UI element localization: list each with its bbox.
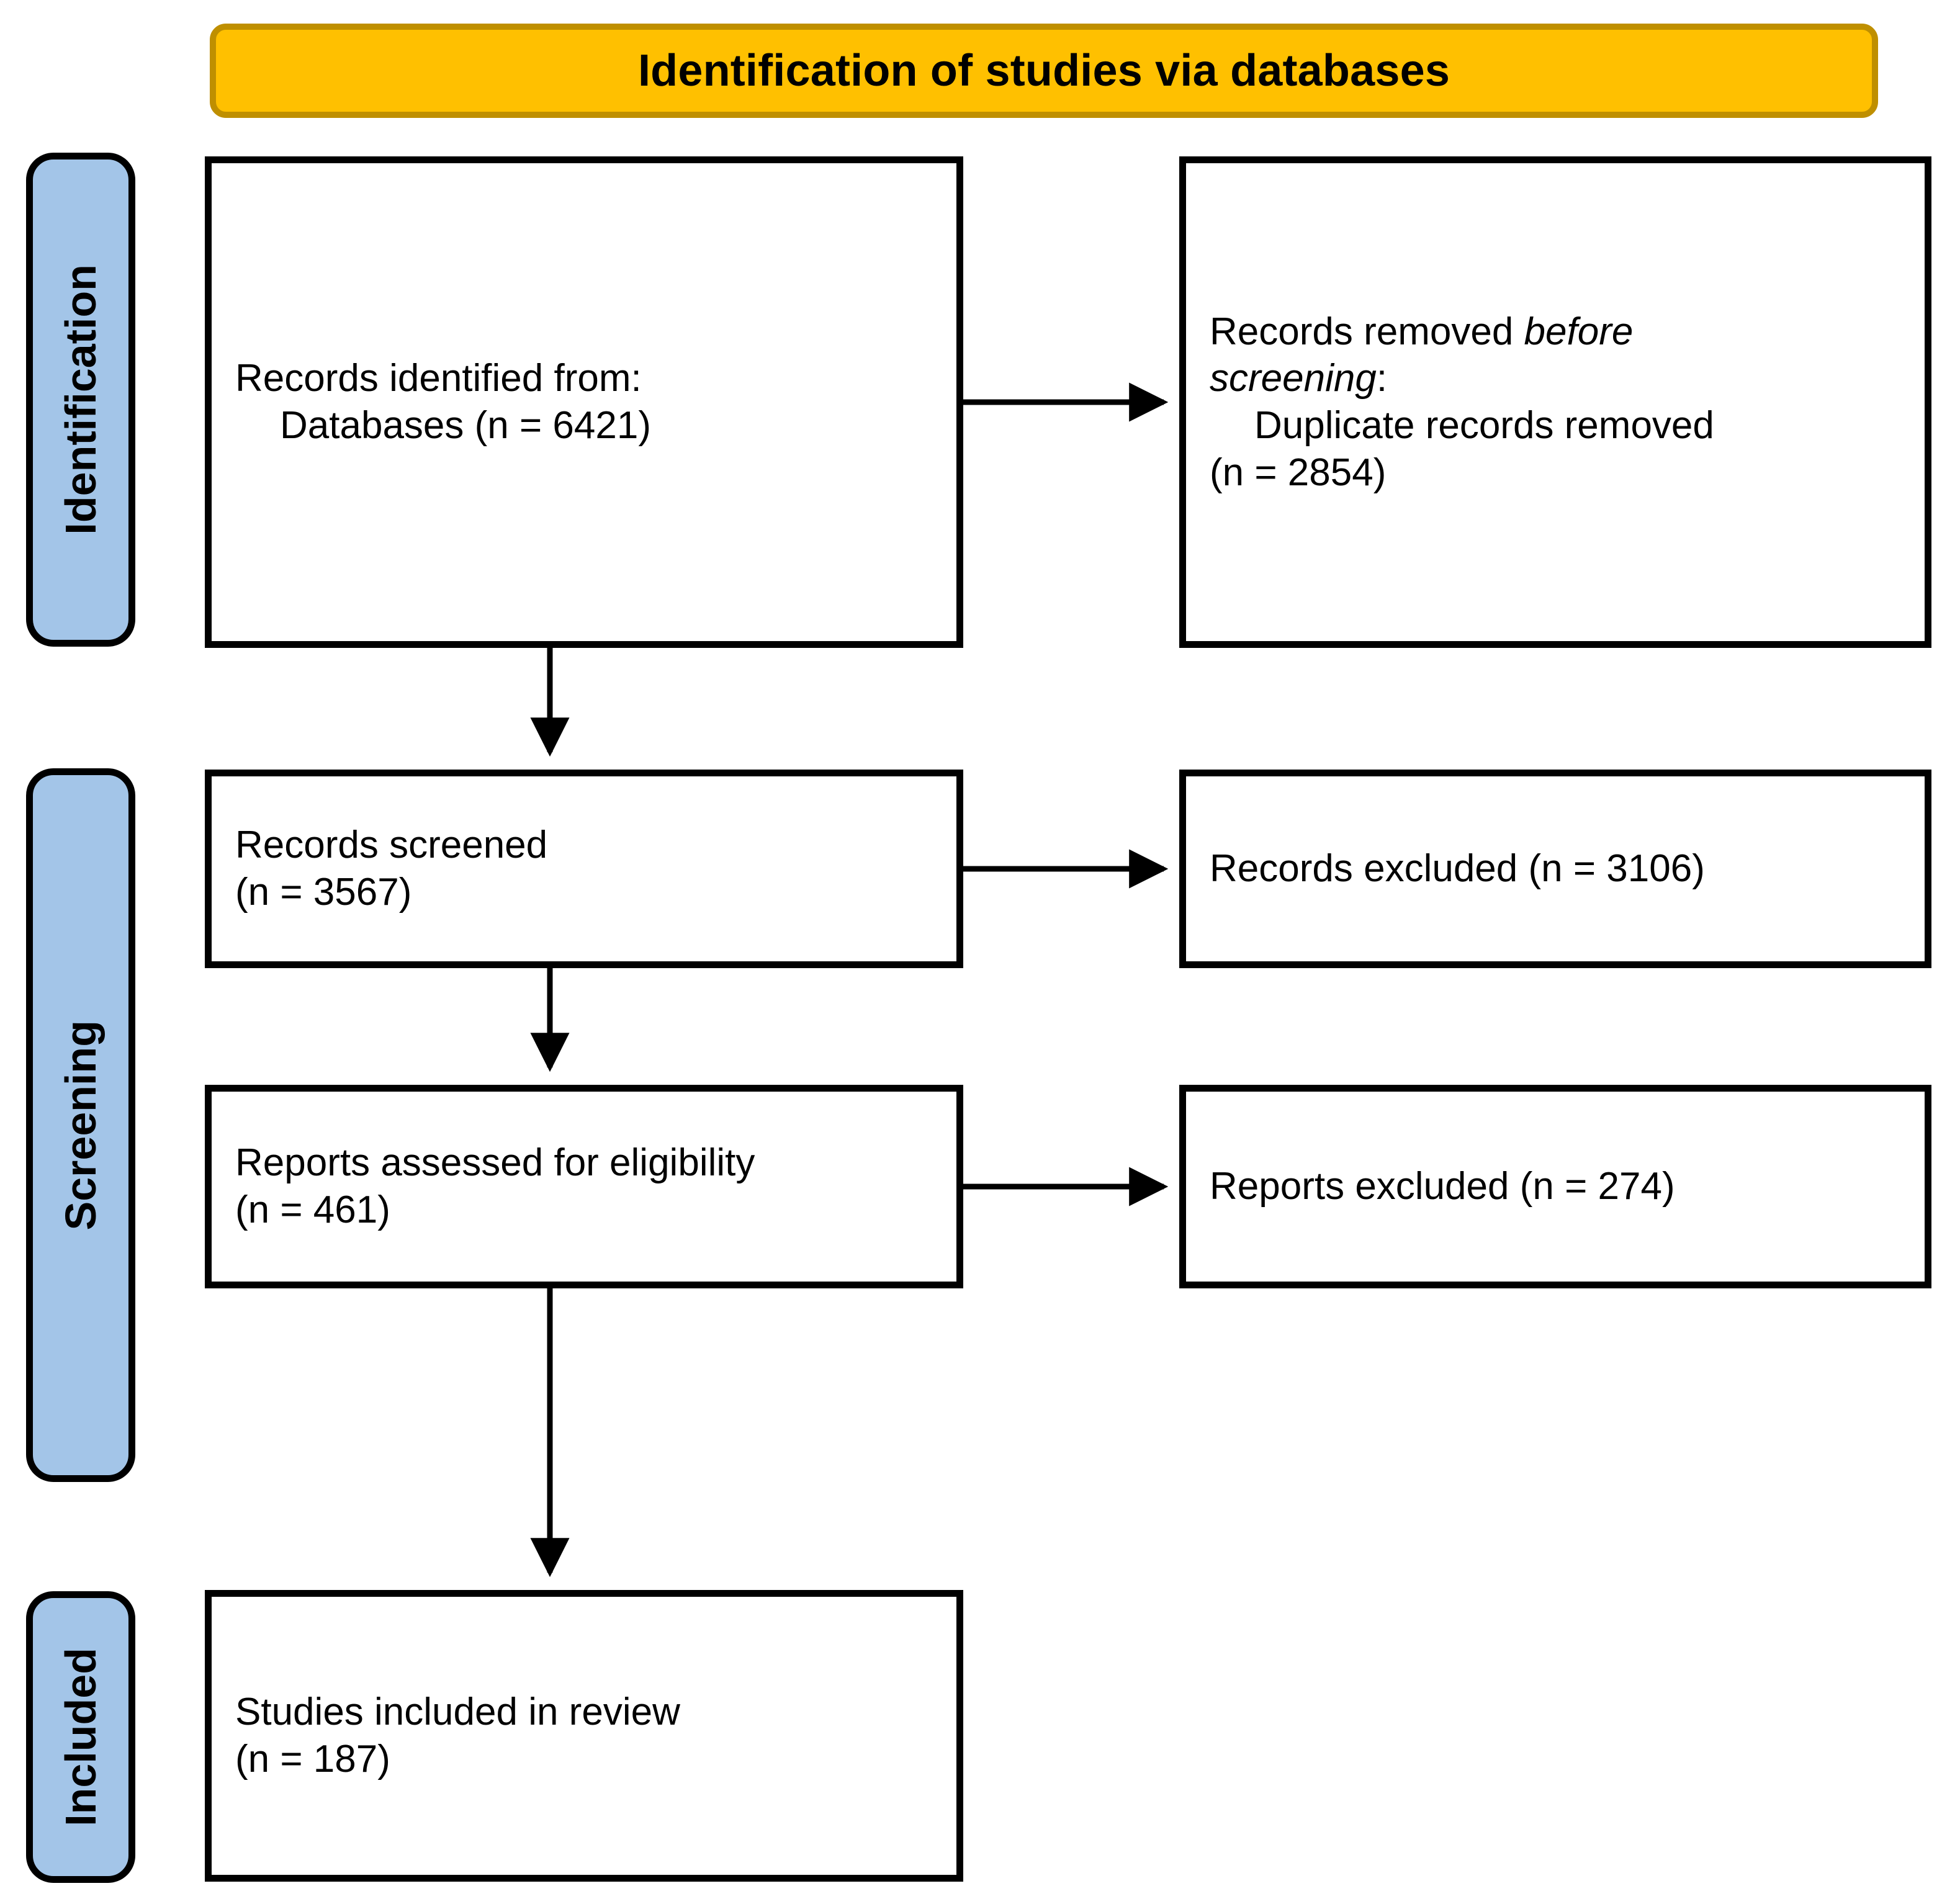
stage-label-identification: Identification (56, 264, 105, 535)
records-identified-databases-count: Databases (n = 6421) (280, 404, 651, 447)
stage-label-included: Included (56, 1648, 105, 1826)
records-removed-heading-line2: screening: (1210, 355, 1901, 402)
banner-title: Identification of studies via databases (637, 46, 1450, 96)
records-screened-label: Records screened (235, 824, 548, 867)
records-removed-heading-line1: Records removed before (1210, 308, 1901, 356)
box-records-screened: Records screened (n = 3567) (205, 770, 963, 968)
reports-assessed-count: (n = 461) (235, 1188, 390, 1231)
reports-assessed-label: Reports assessed for eligibility (235, 1141, 755, 1185)
box-studies-included: Studies included in review (n = 187) (205, 1590, 963, 1882)
stage-pill-included: Included (26, 1591, 135, 1883)
box-reports-excluded: Reports excluded (n = 274) (1179, 1085, 1931, 1288)
studies-included-count: (n = 187) (235, 1738, 390, 1781)
reports-excluded-label: Reports excluded (n = 274) (1210, 1165, 1675, 1208)
box-reports-assessed-for-eligibility: Reports assessed for eligibility (n = 46… (205, 1085, 963, 1288)
box-records-excluded: Records excluded (n = 3106) (1179, 770, 1931, 968)
stage-pill-screening: Screening (26, 768, 135, 1482)
records-excluded-label: Records excluded (n = 3106) (1210, 847, 1705, 891)
records-removed-text-plain: Records removed (1210, 310, 1524, 353)
records-removed-text-italic-before: before (1524, 310, 1634, 353)
studies-included-label: Studies included in review (235, 1691, 680, 1734)
records-removed-text-italic-screening: screening (1210, 357, 1377, 400)
records-screened-count: (n = 3567) (235, 871, 412, 914)
duplicate-records-removed-label: Duplicate records removed (1254, 404, 1714, 447)
header-banner: Identification of studies via databases (210, 24, 1878, 118)
stage-pill-identification: Identification (26, 153, 135, 647)
duplicate-records-removed-count: (n = 2854) (1210, 451, 1387, 494)
records-identified-heading: Records identified from: (235, 357, 642, 400)
box-records-identified: Records identified from: Databases (n = … (205, 156, 963, 648)
box-records-removed: Records removed before screening: Duplic… (1179, 156, 1931, 648)
records-removed-colon: : (1376, 357, 1388, 400)
stage-label-screening: Screening (56, 1020, 105, 1231)
